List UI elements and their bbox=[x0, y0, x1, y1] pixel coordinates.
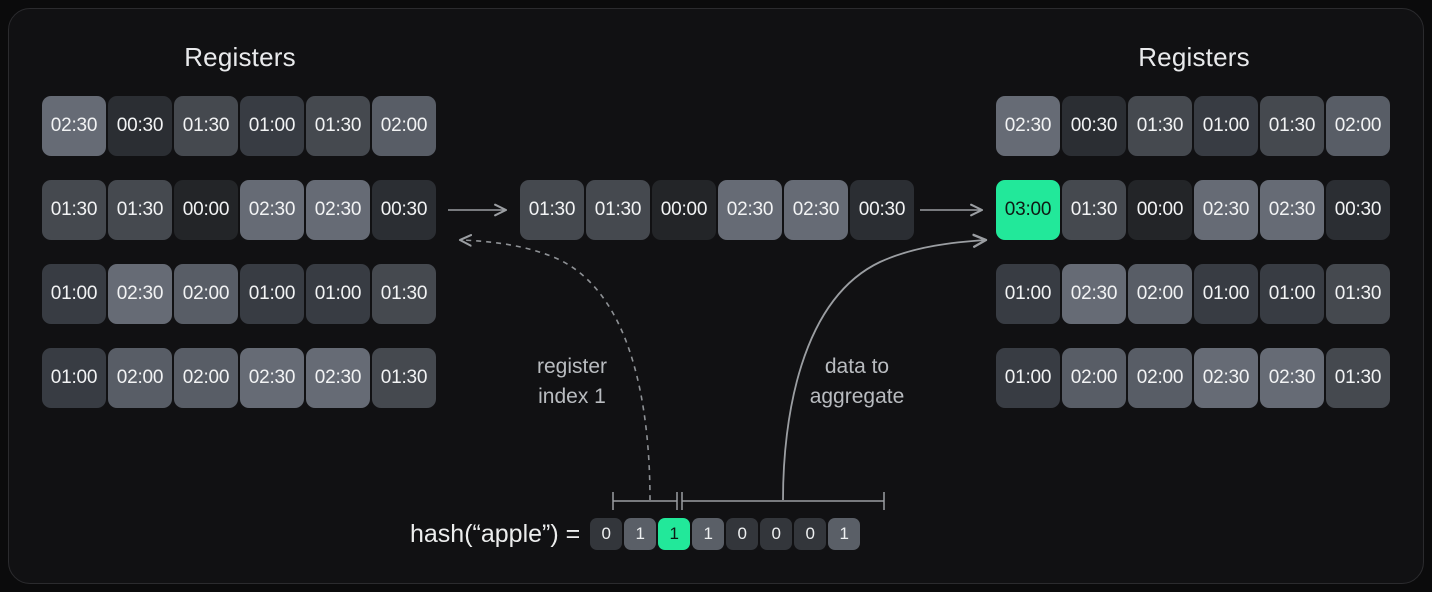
hash-bit: 0 bbox=[794, 518, 827, 550]
data-to-aggregate-label: data to aggregate bbox=[809, 355, 905, 408]
register-cell: 00:00 bbox=[1128, 180, 1192, 240]
register-cell: 02:00 bbox=[1326, 96, 1390, 156]
register-cell: 01:30 bbox=[372, 348, 436, 408]
register-cell: 02:30 bbox=[306, 348, 370, 408]
hash-bit: 0 bbox=[760, 518, 793, 550]
extracted-register-cell: 00:00 bbox=[652, 180, 716, 240]
register-cell: 02:30 bbox=[1062, 264, 1126, 324]
register-cell: 01:30 bbox=[1128, 96, 1192, 156]
extracted-register-cell: 02:30 bbox=[718, 180, 782, 240]
register-cell: 02:30 bbox=[240, 348, 304, 408]
register-cell: 02:00 bbox=[174, 264, 238, 324]
register-cell: 01:00 bbox=[240, 96, 304, 156]
register-cell: 02:00 bbox=[372, 96, 436, 156]
register-cell: 03:00 bbox=[996, 180, 1060, 240]
register-cell: 01:00 bbox=[42, 348, 106, 408]
register-cell: 02:30 bbox=[42, 96, 106, 156]
register-cell: 01:00 bbox=[42, 264, 106, 324]
register-cell: 00:30 bbox=[108, 96, 172, 156]
extracted-register-cell: 00:30 bbox=[850, 180, 914, 240]
register-cell: 02:00 bbox=[1128, 348, 1192, 408]
register-cell: 02:30 bbox=[1260, 180, 1324, 240]
register-cell: 01:00 bbox=[996, 348, 1060, 408]
register-cell: 00:30 bbox=[1062, 96, 1126, 156]
register-cell: 01:30 bbox=[174, 96, 238, 156]
extracted-register-cell: 01:30 bbox=[586, 180, 650, 240]
register-cell: 01:00 bbox=[1194, 264, 1258, 324]
register-cell: 01:30 bbox=[108, 180, 172, 240]
register-cell: 01:00 bbox=[1194, 96, 1258, 156]
register-cell: 01:30 bbox=[1062, 180, 1126, 240]
register-cell: 01:00 bbox=[306, 264, 370, 324]
register-cell: 02:00 bbox=[108, 348, 172, 408]
register-cell: 02:30 bbox=[996, 96, 1060, 156]
register-cell: 00:00 bbox=[174, 180, 238, 240]
register-cell: 02:30 bbox=[240, 180, 304, 240]
register-cell: 02:30 bbox=[1194, 348, 1258, 408]
hash-bit: 1 bbox=[828, 518, 861, 550]
register-cell: 02:30 bbox=[108, 264, 172, 324]
register-cell: 01:30 bbox=[1260, 96, 1324, 156]
register-cell: 02:30 bbox=[306, 180, 370, 240]
register-cell: 01:30 bbox=[372, 264, 436, 324]
panel-title-right: Registers bbox=[1138, 42, 1250, 72]
panel-title-left: Registers bbox=[184, 42, 296, 72]
register-cell: 01:30 bbox=[1326, 348, 1390, 408]
register-cell: 02:00 bbox=[1128, 264, 1192, 324]
hash-bit: 1 bbox=[624, 518, 657, 550]
register-cell: 01:30 bbox=[306, 96, 370, 156]
register-cell: 01:00 bbox=[996, 264, 1060, 324]
hash-label: hash(“apple”) = bbox=[410, 519, 581, 548]
register-cell: 01:30 bbox=[42, 180, 106, 240]
register-cell: 01:30 bbox=[1326, 264, 1390, 324]
hash-bit: 0 bbox=[726, 518, 759, 550]
hash-bit: 0 bbox=[590, 518, 623, 550]
register-cell: 01:00 bbox=[1260, 264, 1324, 324]
register-cell: 02:30 bbox=[1260, 348, 1324, 408]
register-cell: 02:00 bbox=[174, 348, 238, 408]
register-cell: 02:30 bbox=[1194, 180, 1258, 240]
hash-bit: 1 bbox=[658, 518, 691, 550]
register-cell: 00:30 bbox=[1326, 180, 1390, 240]
register-cell: 01:00 bbox=[240, 264, 304, 324]
register-index-label: register index 1 bbox=[536, 355, 608, 408]
register-cell: 00:30 bbox=[372, 180, 436, 240]
hash-bit: 1 bbox=[692, 518, 725, 550]
extracted-register-cell: 01:30 bbox=[520, 180, 584, 240]
extracted-register-cell: 02:30 bbox=[784, 180, 848, 240]
register-cell: 02:00 bbox=[1062, 348, 1126, 408]
